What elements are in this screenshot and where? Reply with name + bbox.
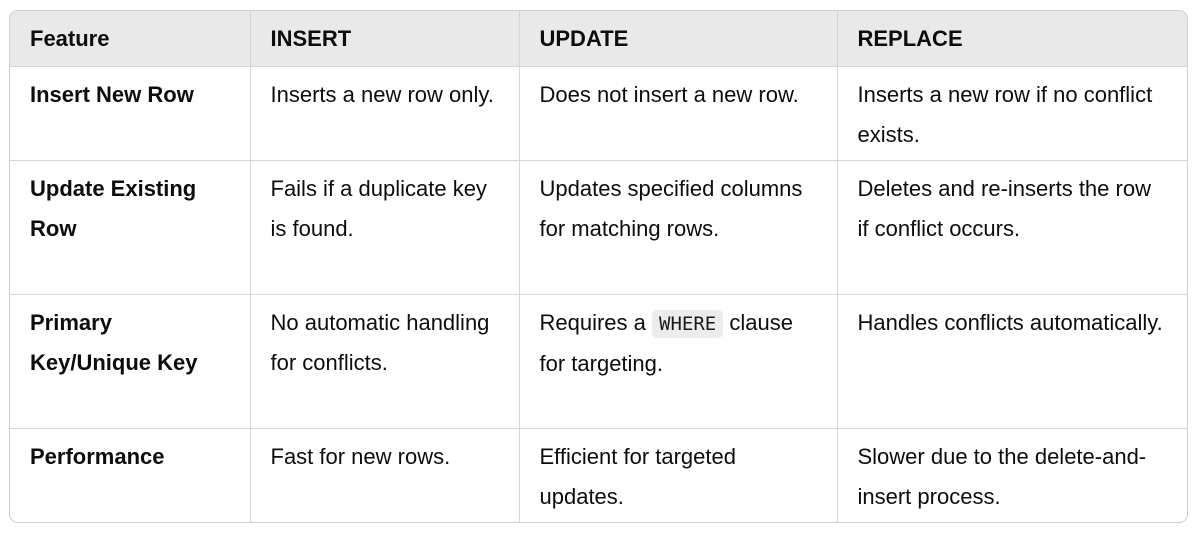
cell-replace: Handles conflicts automatically. [837,294,1187,429]
comparison-table-container: Feature INSERT UPDATE REPLACE Insert New… [9,10,1188,523]
table-row: Primary Key/Unique Key No automatic hand… [10,294,1187,429]
table-row: Insert New Row Inserts a new row only. D… [10,66,1187,161]
row-feature: Performance [10,428,251,522]
cell-text: Requires a [539,309,646,335]
cell-replace: Inserts a new row if no conflict exists. [837,66,1187,161]
header-update: UPDATE [519,11,838,67]
cell-replace: Slower due to the delete-and-insert proc… [857,443,1147,509]
table-header-row: Feature INSERT UPDATE REPLACE [10,11,1187,67]
cell-replace: Deletes and re-inserts the row if confli… [837,160,1187,295]
cell-update: Updates specified columns for matching r… [519,160,838,295]
table-row: Update Existing Row Fails if a duplicate… [10,160,1187,295]
header-insert: INSERT [250,11,520,67]
row-feature: Primary Key/Unique Key [10,294,251,429]
cell-insert: No automatic handling for conflicts. [250,294,520,429]
row-feature: Insert New Row [10,66,251,161]
table-row: Performance Fast for new rows. Efficient… [10,428,1187,522]
cell-insert: Fails if a duplicate key is found. [250,160,520,295]
cell-insert: Inserts a new row only. [250,66,520,161]
header-feature: Feature [10,11,251,67]
cell-text: clause for targeting. [539,309,793,376]
comparison-table: Feature INSERT UPDATE REPLACE Insert New… [10,11,1187,522]
header-replace: REPLACE [837,11,1187,67]
cell-update: Efficient for targeted updates. [519,428,838,522]
cell-update: Does not insert a new row. [519,66,838,161]
inline-code: WHERE [652,309,724,338]
row-feature: Update Existing Row [10,160,251,295]
cell-update: Requires a WHERE clause for targeting. [519,294,838,429]
cell-insert: Fast for new rows. [250,428,520,522]
